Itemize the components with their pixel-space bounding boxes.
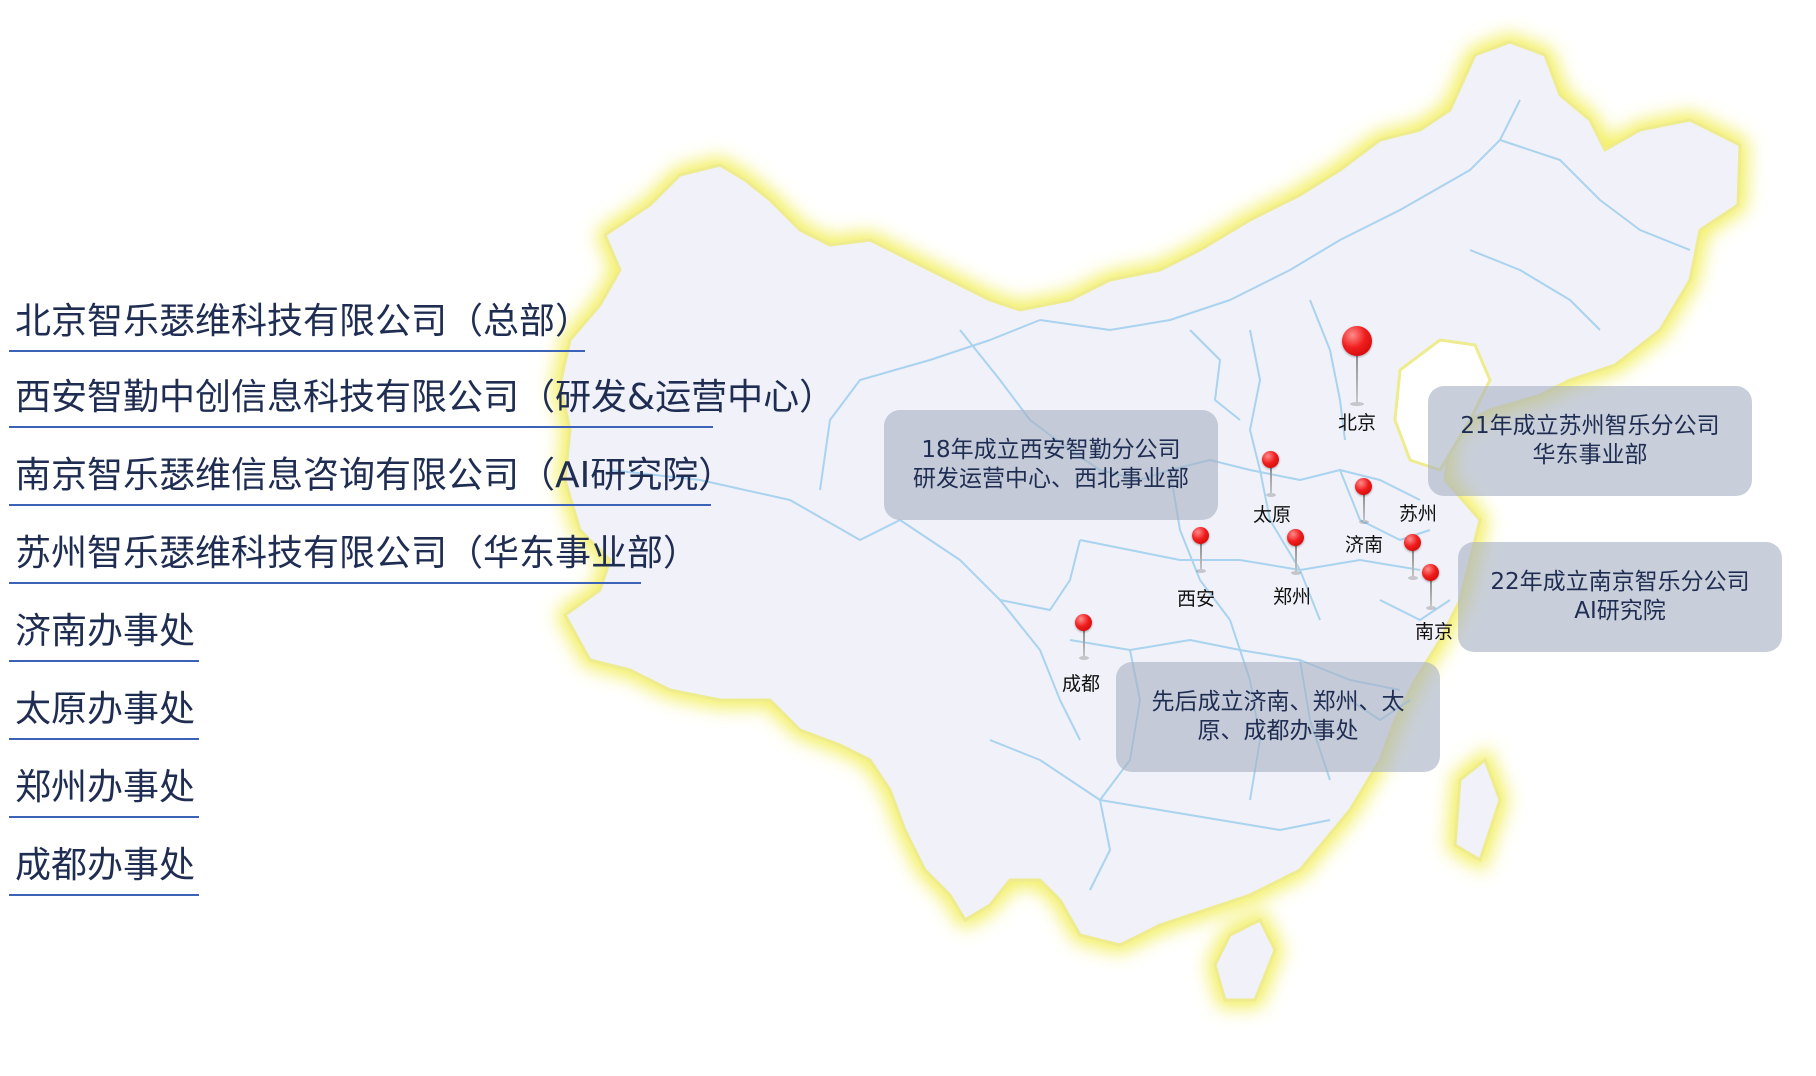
info-box-offices: 先后成立济南、郑州、太 原、成都办事处 <box>1116 662 1440 772</box>
map-pin-icon <box>1075 614 1092 631</box>
info-box-line: 22年成立南京智乐分公司 <box>1490 569 1750 595</box>
info-box-line: 先后成立济南、郑州、太 <box>1151 689 1405 715</box>
company-name: 南京智乐瑟维信息咨询有限公司（AI研究院） <box>15 455 735 496</box>
company-list: 北京智乐瑟维科技有限公司（总部） 西安智勤中创信息科技有限公司（研发&运营中心）… <box>0 0 900 1076</box>
list-item[interactable]: 郑州办事处 <box>9 758 199 818</box>
map-pin-icon <box>1404 534 1421 551</box>
list-item[interactable]: 济南办事处 <box>9 602 199 662</box>
info-box-line: 原、成都办事处 <box>1197 718 1359 744</box>
city-label: 成都 <box>1061 673 1101 695</box>
city-label: 南京 <box>1414 621 1454 643</box>
info-box-line: AI研究院 <box>1574 598 1666 624</box>
info-box-xian: 18年成立西安智勤分公司 研发运营中心、西北事业部 <box>884 410 1218 520</box>
map-pin-icon <box>1192 527 1209 544</box>
map-pin-icon <box>1287 529 1304 546</box>
list-item[interactable]: 苏州智乐瑟维科技有限公司（华东事业部） <box>9 524 699 584</box>
company-name: 济南办事处 <box>15 611 196 652</box>
company-name: 西安智勤中创信息科技有限公司（研发&运营中心） <box>15 377 836 418</box>
map-island-hainan <box>1213 917 1277 1002</box>
map-island-taiwan <box>1453 757 1502 863</box>
info-box-suzhou: 21年成立苏州智乐分公司 华东事业部 <box>1428 386 1752 496</box>
map-pin-icon <box>1342 326 1372 356</box>
company-name: 北京智乐瑟维科技有限公司（总部） <box>15 301 592 342</box>
list-item[interactable]: 太原办事处 <box>9 680 199 740</box>
list-item[interactable]: 南京智乐瑟维信息咨询有限公司（AI研究院） <box>9 446 734 506</box>
company-name: 太原办事处 <box>15 689 196 730</box>
map-pin-icon <box>1355 478 1372 495</box>
info-box-line: 21年成立苏州智乐分公司 <box>1460 413 1720 439</box>
map-pin-icon <box>1422 564 1439 581</box>
city-label: 郑州 <box>1272 586 1312 608</box>
map-pin-icon <box>1262 451 1279 468</box>
city-label: 北京 <box>1337 412 1377 434</box>
info-box-nanjing: 22年成立南京智乐分公司 AI研究院 <box>1458 542 1782 652</box>
company-name: 郑州办事处 <box>15 767 196 808</box>
list-item[interactable]: 西安智勤中创信息科技有限公司（研发&运营中心） <box>9 368 835 428</box>
city-label: 济南 <box>1344 534 1384 556</box>
list-item[interactable]: 成都办事处 <box>9 836 199 896</box>
info-box-line: 18年成立西安智勤分公司 <box>921 437 1181 463</box>
city-label: 太原 <box>1252 504 1292 526</box>
company-name: 成都办事处 <box>15 845 196 886</box>
info-box-line: 华东事业部 <box>1532 442 1648 468</box>
city-label: 苏州 <box>1398 503 1438 525</box>
info-box-line: 研发运营中心、西北事业部 <box>913 466 1189 492</box>
company-name: 苏州智乐瑟维科技有限公司（华东事业部） <box>15 533 700 574</box>
city-label: 西安 <box>1176 588 1216 610</box>
list-item[interactable]: 北京智乐瑟维科技有限公司（总部） <box>9 292 591 352</box>
